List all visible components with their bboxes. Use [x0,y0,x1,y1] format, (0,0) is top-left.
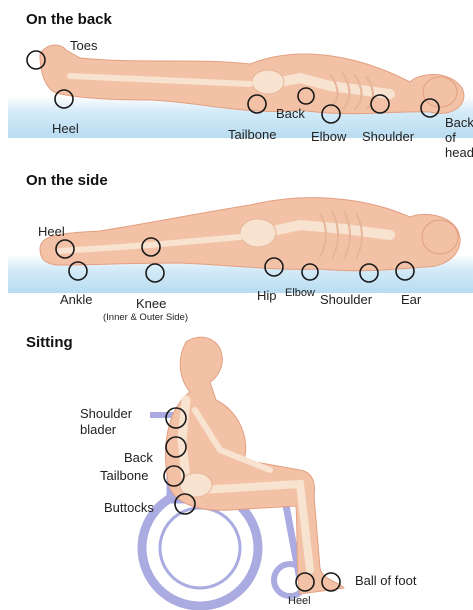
label-shoulder-blader-line1: Shoulder [80,406,132,421]
label-knee-note: (Inner & Outer Side) [103,312,188,323]
label-ear: Ear [401,292,421,307]
sitting-panel: Sitting Shoulder blader Back Tailbone Bu… [0,330,473,610]
label-toes: Toes [70,38,97,53]
label-shoulder: Shoulder [320,292,372,307]
label-knee: Knee [136,296,166,311]
on-the-back-panel: On the back Toes Heel Back Tailbone Elbo… [0,0,473,165]
skull [422,220,458,254]
label-shoulder: Shoulder [362,129,414,144]
label-ankle: Ankle [60,292,93,307]
skull [423,77,457,107]
label-ball-of-foot: Ball of foot [355,573,416,588]
label-heel: Heel [52,121,79,136]
label-tailbone: Tailbone [100,468,148,483]
section-heading-side: On the side [26,172,108,189]
label-heel: Heel [38,224,65,239]
skeleton-pelvis [252,70,284,94]
label-tailbone: Tailbone [228,127,276,142]
label-elbow: Elbow [311,129,346,144]
label-back-of-head-line1: Back [445,115,473,130]
label-hip: Hip [257,288,277,303]
label-back-of-head-line3: head [445,145,473,160]
sitting-illustration [0,330,473,610]
label-back-of-head-line2: of [445,130,456,145]
label-elbow: Elbow [285,287,315,299]
label-buttocks: Buttocks [104,500,154,515]
section-heading-back: On the back [26,11,112,28]
label-back: Back [124,450,153,465]
on-the-side-panel: On the side Heel Ankle Knee (Inner & Out… [0,165,473,330]
section-heading-sitting: Sitting [26,334,73,351]
skeleton-pelvis [240,219,276,247]
label-shoulder-blader-line2: blader [80,422,116,437]
label-heel: Heel [288,595,311,607]
label-back: Back [276,106,305,121]
